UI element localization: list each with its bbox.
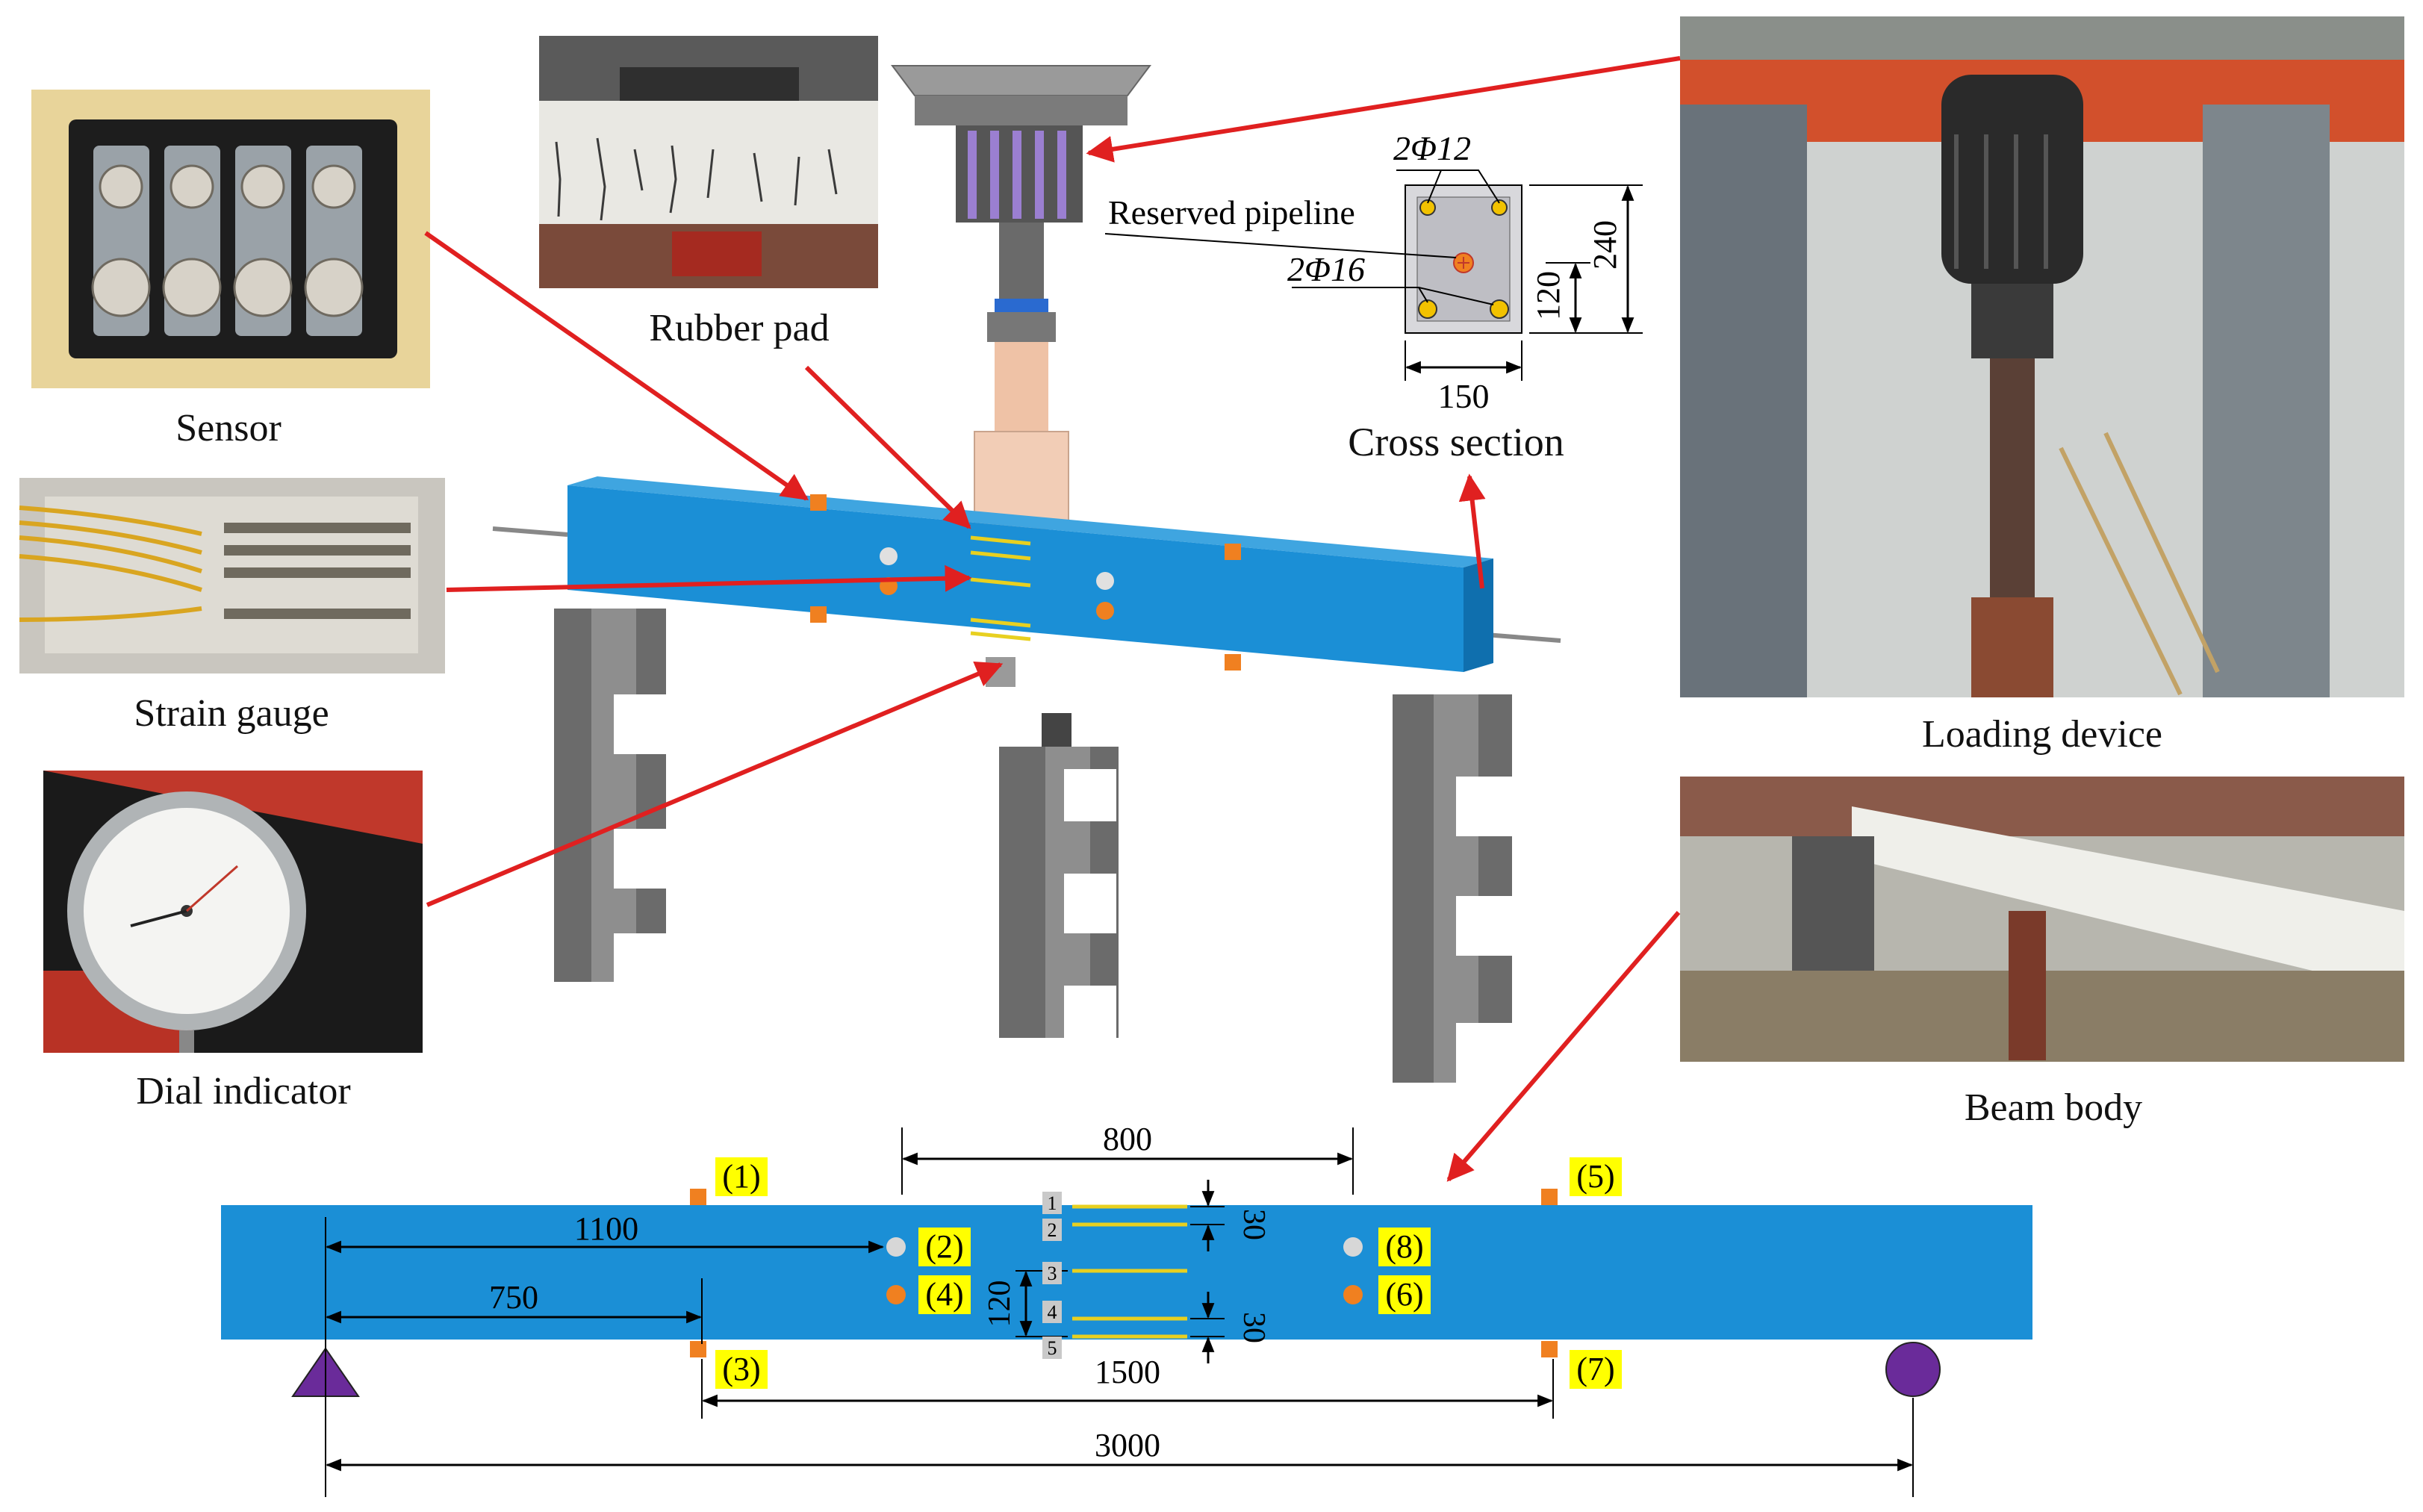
cross-section-drawing	[1104, 169, 1643, 381]
dim-750: 750	[489, 1279, 538, 1316]
sensor-label-5: (5)	[1576, 1158, 1614, 1195]
sensor-label-4: (4)	[925, 1276, 963, 1313]
support-left-3d	[554, 609, 674, 982]
dial-indicator-photo	[43, 771, 423, 1053]
arrow-rubber-pad	[804, 365, 971, 529]
sensor-label-7: (7)	[1576, 1351, 1614, 1387]
arrow-beam-body	[1446, 911, 1681, 1182]
cross-section-pipeline-label: Reserved pipeline	[1108, 193, 1355, 231]
loading-device-photo	[1680, 16, 2404, 697]
sensor-label-6: (6)	[1385, 1276, 1423, 1313]
beam-body-photo	[1680, 777, 2404, 1062]
sensor-label-2: (2)	[925, 1228, 963, 1265]
actuator-3d	[891, 65, 1151, 529]
support-right-3d	[1393, 694, 1512, 1083]
caption-dial-indicator: Dial indicator	[136, 1070, 350, 1113]
sensor-photo	[31, 90, 430, 388]
cross-section-height: 240	[1587, 220, 1623, 270]
gauge-number-2: 2	[1048, 1219, 1057, 1241]
arrow-cross-section	[1458, 473, 1486, 589]
strain-gauge-photo	[19, 478, 445, 673]
sensor-label-3: (3)	[722, 1351, 760, 1387]
gauge-number-3: 3	[1048, 1263, 1057, 1284]
cross-section-top-bars: 2Φ12	[1393, 129, 1471, 167]
dim-120: 120	[983, 1281, 1017, 1328]
cross-section-pipe-height: 120	[1530, 271, 1567, 320]
caption-beam-body: Beam body	[1965, 1086, 2142, 1129]
caption-rubber-pad: Rubber pad	[649, 307, 829, 349]
roller-support	[1885, 1342, 1941, 1397]
dim-30-bottom: 30	[1237, 1312, 1271, 1343]
dim-800: 800	[1103, 1121, 1152, 1157]
beam-layout	[221, 1127, 2032, 1497]
gauge-number-5: 5	[1048, 1337, 1057, 1359]
pointer-arrows	[424, 56, 1681, 1182]
arrow-strain-gauge	[446, 564, 972, 592]
sensor-label-1: (1)	[722, 1158, 760, 1195]
caption-loading-device: Loading device	[1922, 713, 2162, 756]
dim-1500: 1500	[1095, 1354, 1160, 1390]
cross-section-bottom-bars: 2Φ16	[1287, 250, 1365, 288]
dim-1100: 1100	[574, 1210, 638, 1247]
dim-3000: 3000	[1095, 1427, 1160, 1463]
caption-strain-gauge: Strain gauge	[134, 692, 329, 735]
caption-cross-section: Cross section	[1348, 420, 1564, 464]
sensor-label-8: (8)	[1385, 1228, 1423, 1265]
gauge-number-1: 1	[1048, 1192, 1057, 1214]
rubber-pad-photo	[539, 36, 878, 288]
caption-sensor: Sensor	[175, 407, 282, 449]
arrow-dial-indicator	[426, 661, 1004, 907]
arrow-loading-device	[1086, 56, 1681, 163]
gauge-number-4: 4	[1048, 1301, 1057, 1323]
dim-30-top: 30	[1237, 1209, 1271, 1240]
support-middle-3d	[999, 713, 1119, 1038]
cross-section-width: 150	[1438, 377, 1490, 415]
arrow-sensor	[424, 231, 809, 501]
